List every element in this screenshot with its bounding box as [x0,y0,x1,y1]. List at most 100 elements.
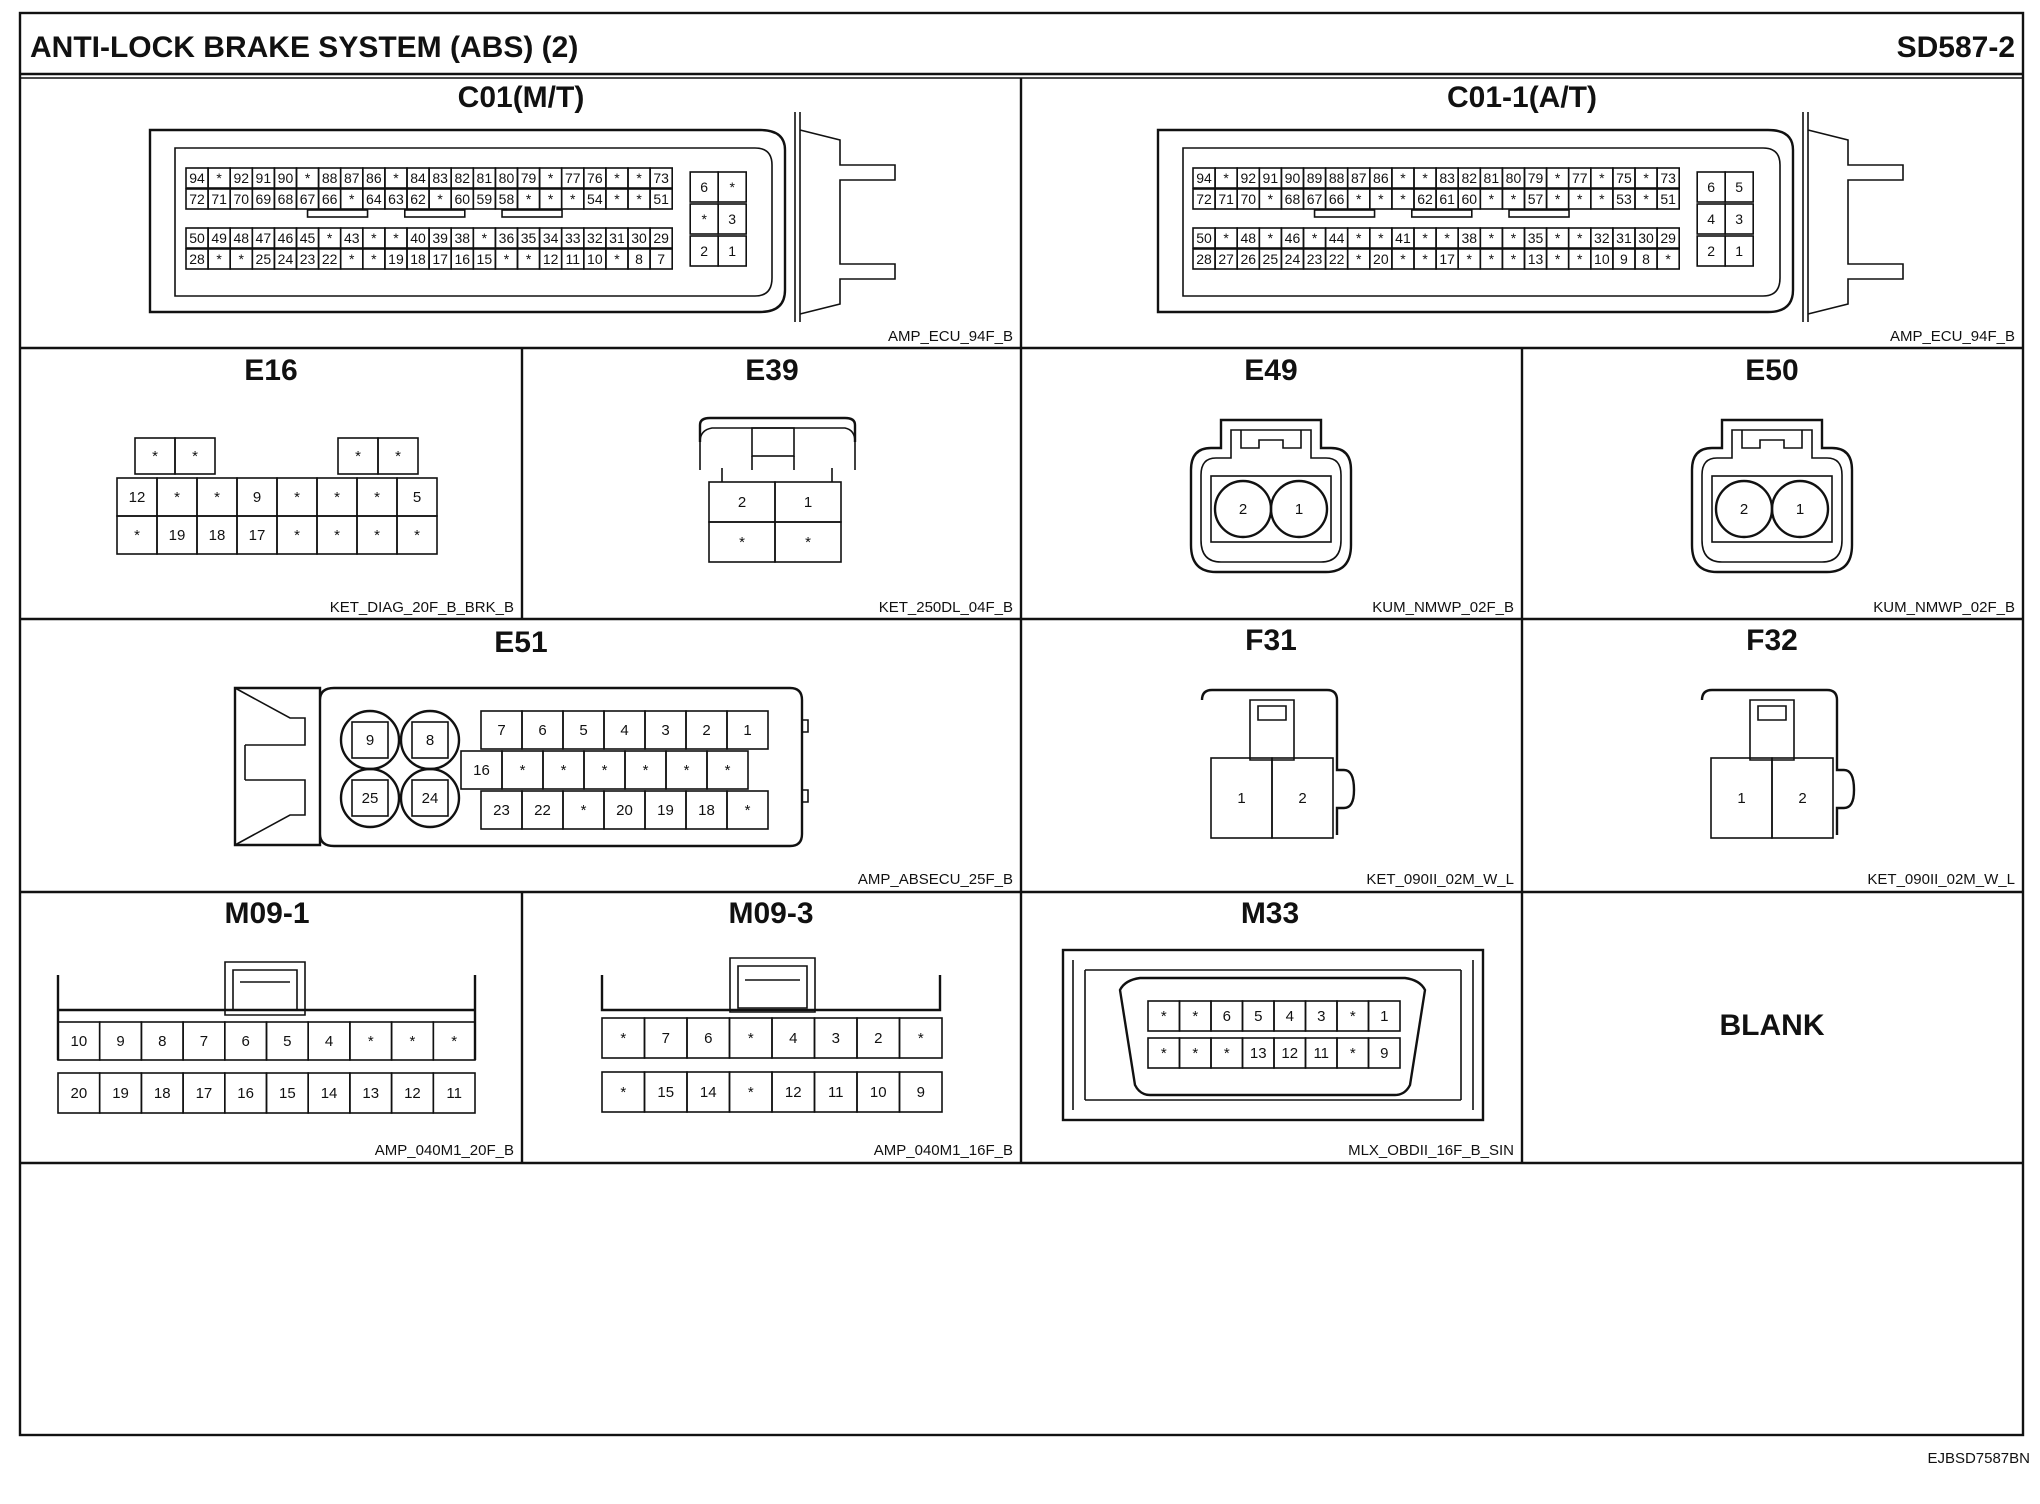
c01-pin: * [614,251,620,267]
c01-pin: 45 [300,230,316,246]
housing-inner [1701,429,1843,563]
c01-pin: * [570,191,576,207]
c01-pin: 79 [521,170,537,186]
c01-pin: 71 [211,191,227,207]
c011-pin: * [1422,170,1428,186]
c011-pin: 80 [1506,170,1522,186]
e16-pin: 5 [413,489,421,506]
c011-pin: * [1577,191,1583,207]
key-slot [306,209,369,218]
c01-title: C01(M/T) [458,81,585,114]
c01-pin: * [371,251,377,267]
m091-pin: 20 [71,1085,88,1102]
m093-pin: * [748,1084,754,1101]
c01-pin: 46 [278,230,294,246]
c01-pin: * [239,251,245,267]
c01-pin: * [504,251,510,267]
c01-pin: 10 [587,251,603,267]
c011-pin: 27 [1218,251,1234,267]
c01-pin: 80 [499,170,515,186]
c01-pin: * [437,191,443,207]
c011-pin-cell [1656,248,1680,270]
m091-pin: 17 [196,1085,213,1102]
f31-pin: 2 [1298,790,1306,807]
c011-pin: * [1356,251,1362,267]
c01-pin: * [349,251,355,267]
c01-pin: * [636,191,642,207]
c011-pin: * [1467,251,1473,267]
e51-title: E51 [494,626,547,659]
e16-pin: * [294,489,300,506]
c011-pin: 51 [1660,191,1676,207]
c011-pin: 22 [1329,251,1345,267]
e16-pin-cell [174,437,216,475]
grid-frame [18,11,2025,1437]
m33-pin: 9 [1380,1045,1388,1062]
m33-pin: * [1350,1008,1356,1025]
m091-pin: 19 [112,1085,129,1102]
c01-side-pin: 3 [728,211,736,227]
m093-pin: * [748,1030,754,1047]
c011-pin: * [1400,251,1406,267]
c011-pin: 25 [1263,251,1279,267]
c011-pin: * [1422,230,1428,246]
c01-pin: 73 [653,170,669,186]
m093-pin: * [620,1030,626,1047]
c011-pin: 17 [1439,251,1455,267]
m091-pin: * [410,1033,416,1050]
e51-big-pin-cell [351,721,389,759]
c011-pin: 20 [1373,251,1389,267]
c011-pin: 92 [1240,170,1256,186]
m091-pin: 5 [283,1033,291,1050]
latch [1240,430,1302,449]
c01-pin-cell [649,188,673,210]
c011-pin: 44 [1329,230,1345,246]
e50-pin: 2 [1740,501,1748,518]
c011-pin: * [1489,251,1495,267]
c01-pin: 62 [410,191,426,207]
c01-pin: 39 [432,230,448,246]
e51-pin: * [684,762,690,779]
c01-pin: 24 [278,251,294,267]
page-code: SD587-2 [1897,31,2015,64]
e49-pin: 2 [1239,501,1247,518]
c01-pin: * [526,251,532,267]
e51-pin: 22 [534,802,551,819]
e16-pin: * [174,489,180,506]
c01-pin: 11 [565,251,580,267]
c011-pin: 72 [1196,191,1212,207]
m091-pin: * [368,1033,374,1050]
m33-pin: 11 [1313,1045,1329,1062]
c011-pin: * [1223,170,1229,186]
m33-pin: 12 [1281,1045,1298,1062]
m091-pin: 15 [279,1085,296,1102]
m33-pin: 5 [1254,1008,1262,1025]
c01-pin: * [393,230,399,246]
c01-pin: 70 [233,191,249,207]
c011-pin: 91 [1263,170,1279,186]
m33-pin: 4 [1286,1008,1294,1025]
m33-pin: * [1192,1008,1198,1025]
e51-pin: * [602,762,608,779]
key-slot [1410,209,1473,218]
e16-pin: 19 [169,527,186,544]
e50-title: E50 [1745,354,1798,387]
e51-pin-cell [726,710,769,750]
c01-pin: 17 [432,251,448,267]
m093-pin: 2 [874,1030,882,1047]
c01-pin: * [614,191,620,207]
m091-pin: 11 [446,1085,462,1102]
c01-pin: 29 [653,230,669,246]
c01-pin: * [305,170,311,186]
c01-pin: 19 [388,251,404,267]
c011-pin: 23 [1307,251,1323,267]
c011-pin: 32 [1594,230,1610,246]
c011-pin: 61 [1439,191,1455,207]
e16-pin: * [214,489,220,506]
e51-pin: 5 [579,722,587,739]
e16-pin: 9 [253,489,261,506]
